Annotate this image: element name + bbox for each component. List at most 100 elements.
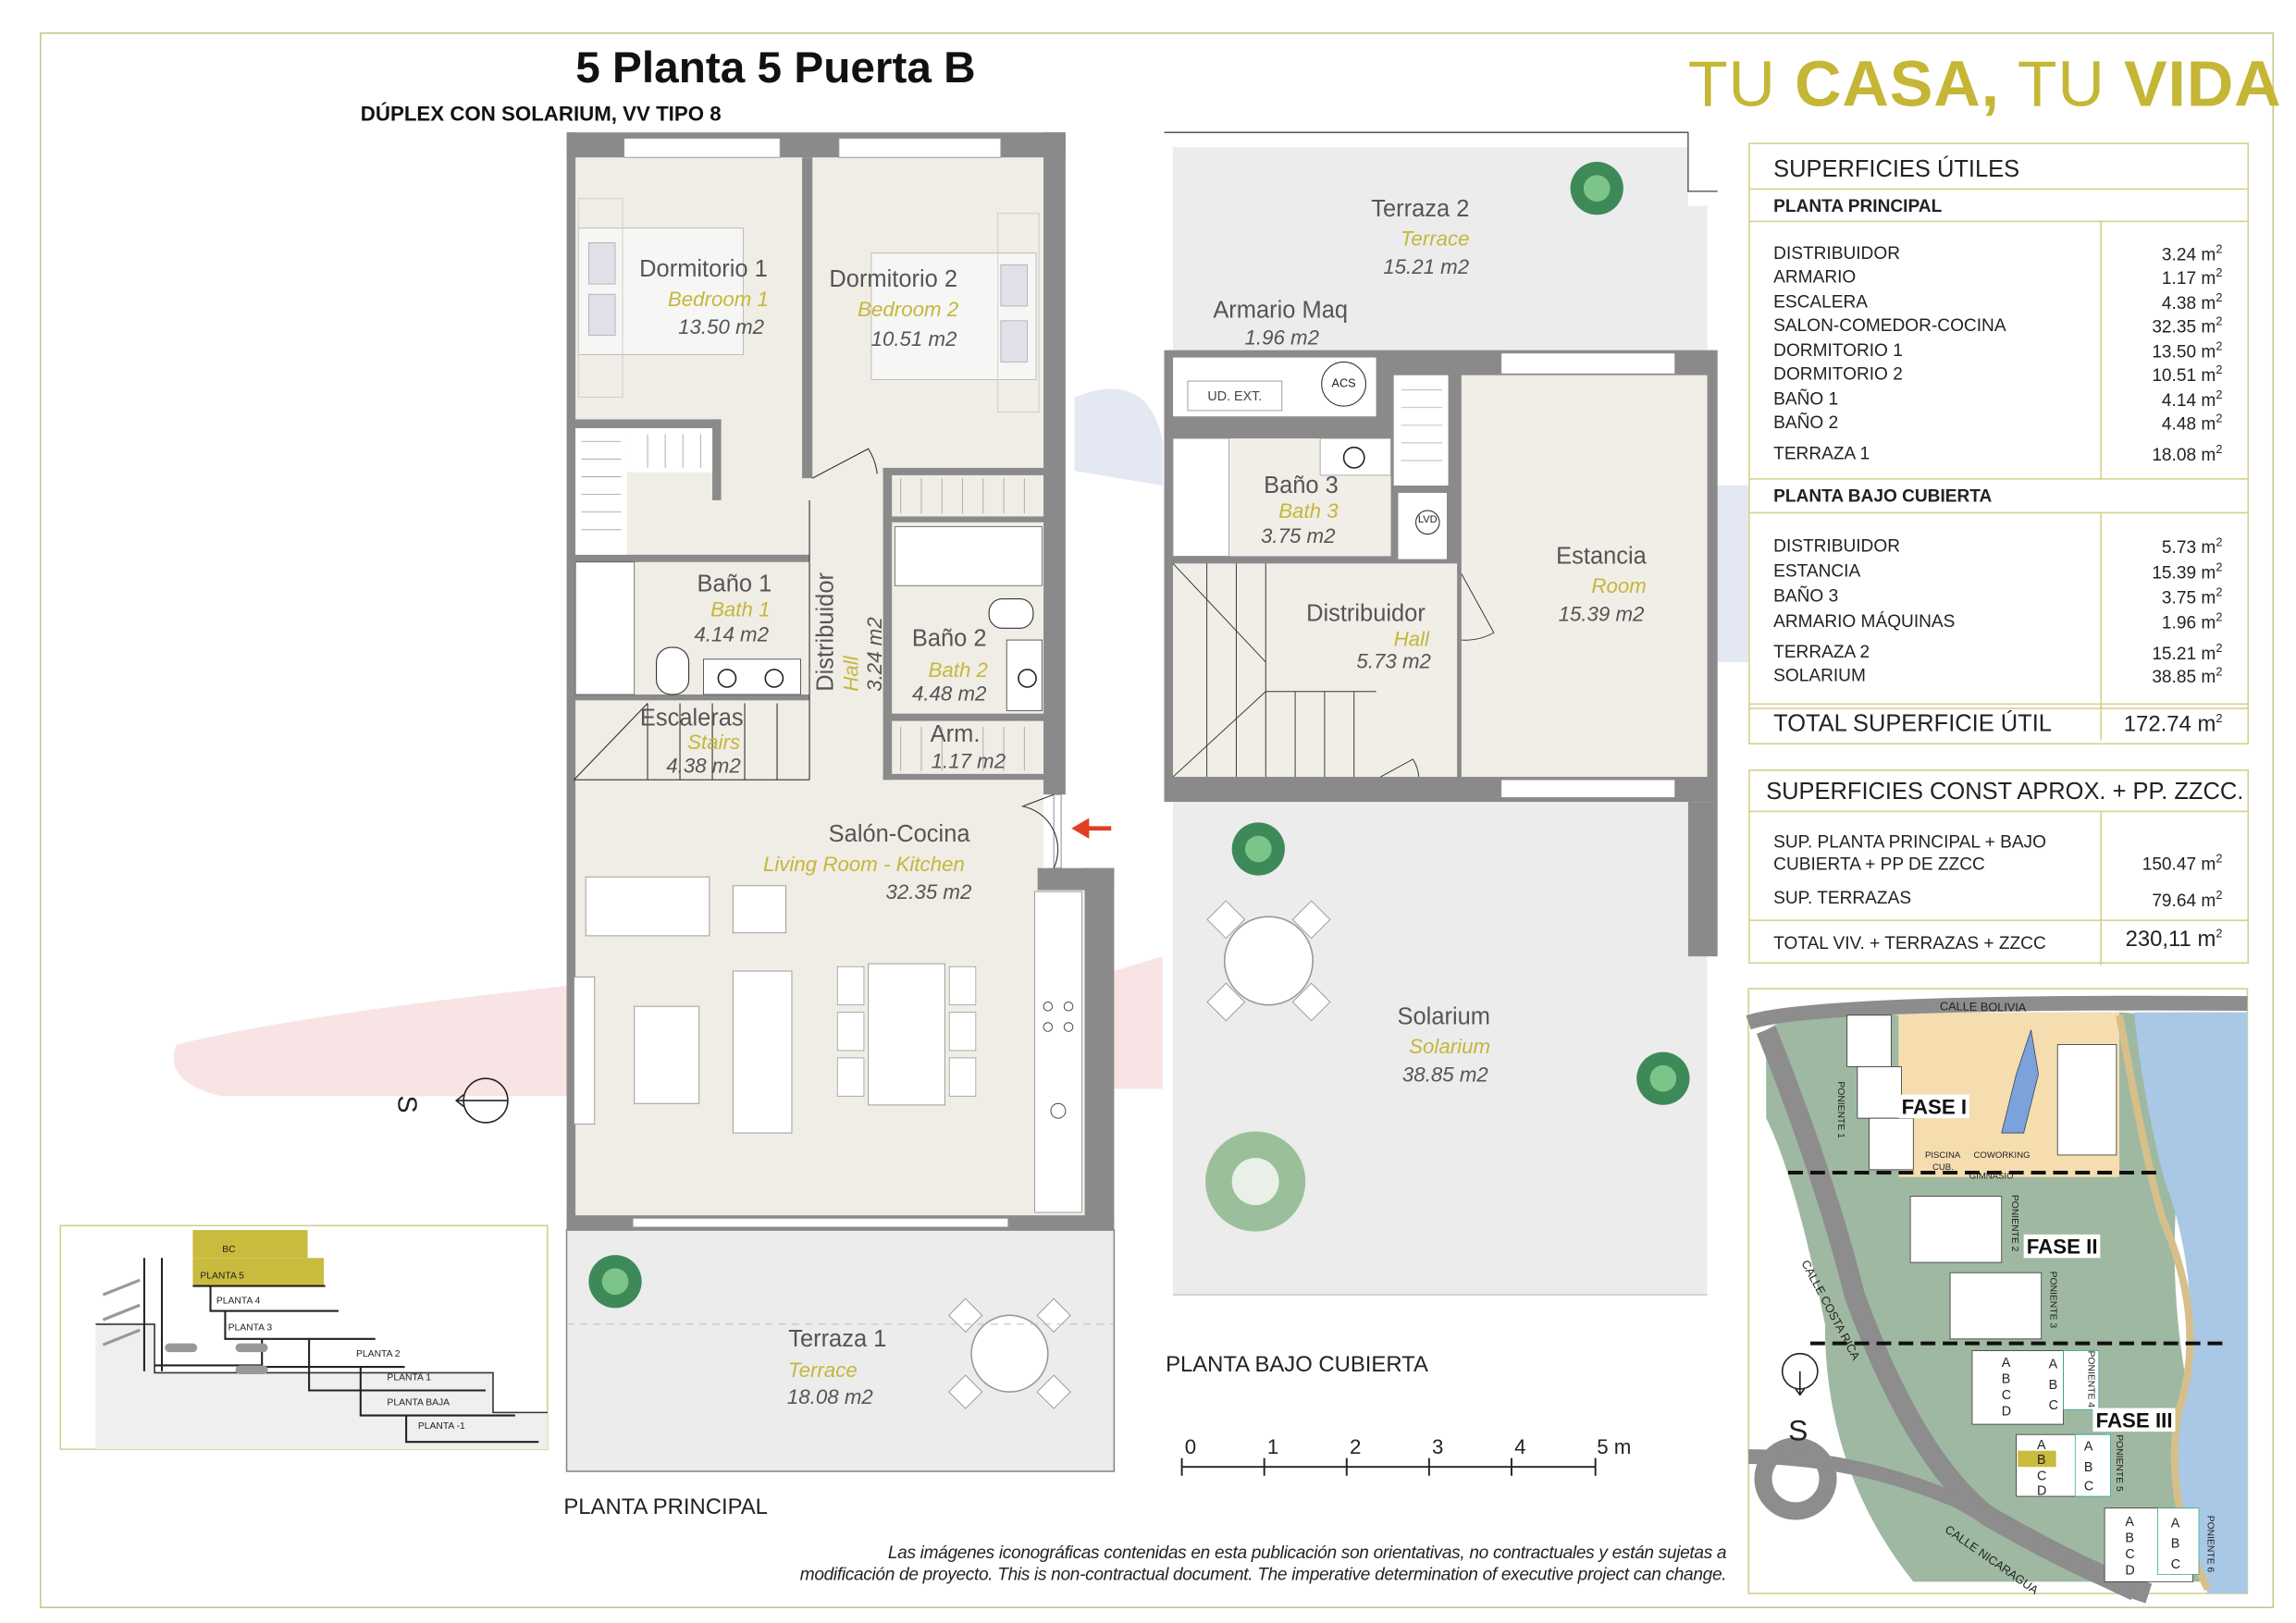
brand-part: VIDA: [2123, 48, 2282, 121]
room-name-en: Living Room - Kitchen: [762, 852, 965, 876]
plant-icon: [1231, 822, 1285, 876]
door-letter: C: [2001, 1387, 2012, 1403]
room-name-en: Bath 3: [1278, 498, 1339, 523]
item-value: 13.50 m2: [2152, 339, 2223, 363]
phase-label: FASE II: [2023, 1234, 2101, 1259]
entrance-arrow-icon: [1071, 818, 1112, 839]
column-divider: [2100, 513, 2102, 741]
disclaimer: Las imágenes iconográficas contenidas en…: [800, 1542, 1727, 1586]
amenity-label: CUB.: [1932, 1163, 1954, 1174]
room-area: 3.24 m2: [862, 617, 886, 692]
total-value: 172.74 m2: [2123, 712, 2223, 738]
item-label: ARMARIO MÁQUINAS: [1773, 610, 1956, 632]
room-area: 4.48 m2: [911, 681, 987, 706]
item-label: DISTRIBUIDOR: [1773, 242, 1901, 264]
plant-icon: [1570, 162, 1623, 215]
disclaimer-line: modificación de proyecto. This is non-co…: [799, 1564, 1727, 1585]
room-area: 3.75 m2: [1261, 523, 1336, 547]
scale-tick: 0: [1184, 1434, 1197, 1458]
planta-principal-drawing: [565, 132, 1116, 1472]
door-letter: C: [2036, 1468, 2047, 1483]
plan-label-bajo-cubierta: PLANTA BAJO CUBIERTA: [1166, 1352, 1428, 1378]
bajo-cubierta-items: [1749, 513, 2248, 706]
door-letter: A: [2170, 1515, 2180, 1531]
table-title: SUPERFICIES CONST APROX. + PP. ZZCC.: [1749, 771, 2248, 813]
item-value: 4.48 m2: [2161, 412, 2223, 435]
plant-icon: [588, 1255, 642, 1309]
superficies-const-table: SUPERFICIES CONST APROX. + PP. ZZCC. SUP…: [1748, 769, 2250, 965]
map-compass-label: S: [1788, 1415, 1808, 1448]
room-name-en: Bath 2: [928, 658, 988, 682]
section-level: PLANTA 1: [387, 1372, 431, 1383]
room-name-en: Hall: [838, 656, 863, 692]
item-value: 150.47 m2: [2142, 852, 2223, 875]
section-level: PLANTA 2: [356, 1348, 401, 1360]
sheet-frame: [39, 32, 2275, 1608]
item-value: 5.73 m2: [2161, 535, 2223, 558]
brand-slogan: TU CASA, TU VIDA: [1688, 49, 2282, 123]
page-title: 5 Planta 5 Puerta B: [575, 43, 976, 93]
room-name: Dormitorio 2: [829, 267, 958, 293]
item-value: 18.08 m2: [2152, 442, 2223, 465]
amenity-label: GIMNASIO: [1969, 1173, 2014, 1182]
room-name: Solarium: [1397, 1004, 1490, 1030]
room-name: Escaleras: [639, 706, 744, 732]
scale-tick: 5 m: [1597, 1434, 1632, 1458]
item-value: 38.85 m2: [2152, 665, 2223, 687]
door-letter: A: [2001, 1355, 2011, 1371]
room-area: 32.35 m2: [885, 879, 972, 904]
item-label: DORMITORIO 2: [1773, 363, 1903, 385]
item-value: 4.38 m2: [2161, 291, 2223, 314]
item-value: 79.64 m2: [2152, 888, 2223, 911]
section-level: PLANTA 3: [228, 1322, 273, 1334]
item-label: ESTANCIA: [1773, 560, 1861, 582]
compass-icon: [454, 1077, 509, 1124]
acs-label: ACS: [1331, 376, 1356, 390]
door-letter: C: [2125, 1546, 2135, 1562]
item-label: SUP. TERRAZAS: [1773, 887, 1912, 908]
room-name: Distribuidor: [813, 572, 839, 692]
door-letter: A: [2083, 1438, 2093, 1454]
room-name: Salón-Cocina: [828, 822, 970, 848]
lvd-label: LVD: [1417, 514, 1438, 525]
room-name: Estancia: [1556, 544, 1647, 570]
phase-label: FASE I: [1898, 1094, 1970, 1119]
item-label: TERRAZA 2: [1773, 641, 1870, 662]
building-label: PONIENTE 4: [2085, 1350, 2096, 1408]
item-label: SALON-COMEDOR-COCINA: [1773, 314, 2006, 336]
door-letter: B: [2083, 1459, 2093, 1475]
room-area: 15.39 m2: [1558, 601, 1645, 626]
amenity-label: COWORKING: [1973, 1151, 2031, 1162]
building-section-drawing: [59, 1224, 549, 1450]
item-label: ESCALERA: [1773, 291, 1869, 313]
item-value: 15.21 m2: [2152, 641, 2223, 664]
item-value: 1.96 m2: [2161, 610, 2223, 633]
planta-bajo-cubierta-drawing: [1164, 131, 1718, 1296]
door-letter: D: [2001, 1403, 2012, 1419]
door-letter: B: [2048, 1377, 2058, 1393]
room-name-en: Bedroom 1: [667, 287, 769, 311]
divider: [1749, 705, 2248, 709]
room-area: 1.17 m2: [931, 748, 1006, 773]
building-label: PONIENTE 1: [1834, 1081, 1846, 1138]
room-name: Baño 2: [911, 626, 987, 652]
const-items: [1749, 812, 2248, 921]
item-value: 15.39 m2: [2152, 560, 2223, 584]
item-label: BAÑO 3: [1773, 585, 1839, 607]
site-map-drawing: [1746, 988, 2249, 1604]
phase-label: FASE III: [2092, 1408, 2176, 1432]
room-area: 10.51 m2: [870, 326, 957, 350]
superficies-utiles-table: SUPERFICIES ÚTILES PLANTA PRINCIPAL DIST…: [1748, 142, 2250, 745]
section-title: PLANTA BAJO CUBIERTA: [1749, 480, 2248, 514]
building-label: PONIENTE 2: [2008, 1194, 2019, 1252]
total-value: 230,11 m2: [2125, 927, 2223, 953]
section-level-highlighted: PLANTA 5: [200, 1271, 244, 1282]
room-name: Armario Maq: [1213, 298, 1349, 325]
map-compass-icon: [1781, 1352, 1819, 1396]
section-level: PLANTA -1: [417, 1420, 465, 1432]
item-value: 3.75 m2: [2161, 585, 2223, 609]
room-name: Dormitorio 1: [639, 257, 768, 283]
room-name: Terraza 1: [788, 1327, 887, 1353]
door-letter: B: [2001, 1371, 2011, 1386]
